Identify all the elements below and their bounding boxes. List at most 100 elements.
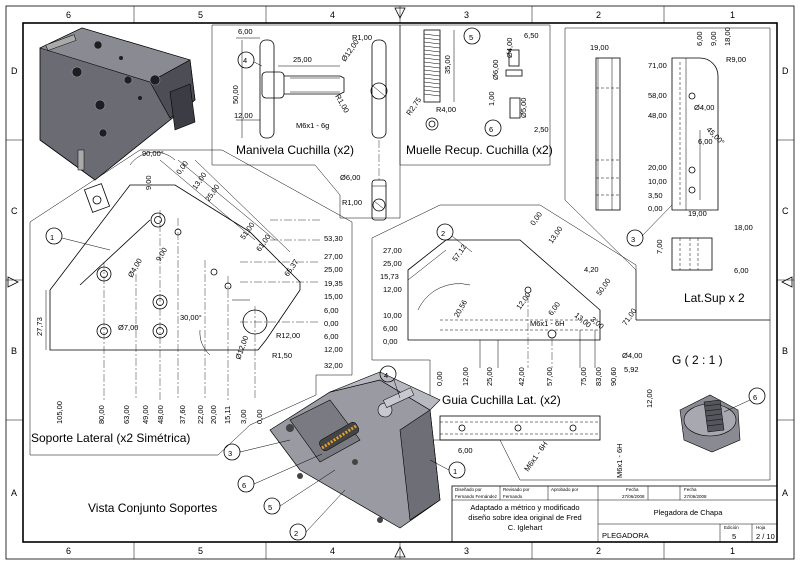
dim-guia-10: 10,00 (383, 311, 402, 320)
tb-part: PLEGADORA (602, 531, 649, 540)
dim-angle-90: 90,00° (142, 149, 164, 158)
zone-row-b: B (11, 346, 17, 356)
zone-col-6-bottom: 6 (66, 546, 71, 556)
manivela-title: Manivela Cuchilla (x2) (236, 143, 354, 157)
dim-bottom-15-11: 15,11 (223, 406, 232, 424)
dim-lat-3-5: 3,50 (648, 191, 663, 200)
dim-lat-6-mid: 6,00 (698, 137, 713, 146)
zone-col-4-bottom: 4 (330, 546, 335, 556)
dim-lat-19-bottom: 19,00 (688, 209, 707, 218)
soporte-lateral-dimensions: 1 90,00° 9,00 0,00 13,00 25,00 51,00 61,… (31, 149, 343, 445)
tb-description-line-3: C. Iglehart (508, 523, 544, 532)
tb-lbl-date-2: Fecha (684, 487, 697, 492)
dim-d7: Ø7,00 (118, 323, 138, 332)
dim-guia-5-92: 5,92 (624, 365, 639, 374)
dim-guia-m6: M6x1 - 6H (530, 319, 565, 328)
tb-lbl-approved: Aprobado por (551, 487, 579, 492)
dim-guia-71: 71,00 (620, 307, 638, 328)
tb-edition: 5 (732, 532, 736, 541)
dim-guia-d4: Ø4,00 (622, 351, 642, 360)
balloon-6-muelle: 6 (489, 125, 493, 134)
detail-g-title: G ( 2 : 1 ) (672, 353, 723, 367)
dim-25-top: 25,00 (203, 183, 221, 204)
dim-bottom-80: 80,00 (97, 405, 106, 424)
dim-guia-6: 6,00 (383, 324, 398, 333)
dim-lat-6-bottom: 6,00 (734, 266, 749, 275)
dim-guia-12-misc: 12,00 (514, 291, 532, 312)
tb-lbl-reviewed: Revisado por (503, 487, 530, 492)
dim-lat-48: 48,00 (648, 111, 667, 120)
dim-right-15: 15,00 (324, 292, 343, 301)
dim-guia-bv-12: 12,00 (645, 389, 654, 408)
balloon-4-manivela: 4 (243, 56, 247, 65)
zone-col-2-bottom: 2 (596, 546, 601, 556)
dim-guia-20-56: 20,56 (452, 298, 469, 319)
zone-col-1-bottom: 1 (730, 546, 735, 556)
asm-balloon-5: 5 (268, 503, 272, 512)
asm-balloon-6: 6 (242, 481, 246, 490)
muelle-dimensions: 5 6 35,00 Ø6,00 Ø4,00 6,50 R2,75 R4,00 1… (404, 31, 552, 157)
dim-bottom-22: 22,00 (196, 405, 205, 424)
tb-description-line-1: Adaptado a métrico y modificado (470, 503, 579, 512)
tb-designed-by: Fernando Fernández (455, 494, 498, 499)
dim-guia-6-misc: 6,00 (546, 300, 562, 317)
dim-guia-b25: 25,00 (485, 367, 494, 386)
tb-project: Plegadora de Chapa (654, 508, 724, 517)
dim-bottom-20: 20,00 (209, 405, 218, 424)
dim-bottom-105: 105,00 (55, 401, 64, 424)
title-block (451, 485, 778, 543)
iso-side-support (39, 27, 196, 181)
dim-r12: R12,00 (276, 331, 300, 340)
dim-9: 9,00 (154, 246, 169, 263)
dim-d6-muelle: Ø6,00 (491, 60, 500, 80)
dim-guia-b42: 42,00 (517, 367, 526, 386)
balloon-6-detail: 6 (753, 393, 757, 402)
tb-description-line-2: diseño sobre idea original de Fred (468, 513, 581, 522)
dim-guia-b12: 12,00 (461, 367, 470, 386)
dim-guia-b57: 57,00 (545, 367, 554, 386)
lateral-sup-view (595, 57, 719, 271)
zone-row-a-right: A (782, 488, 788, 498)
dim-guia-3-misc: 3,00 (589, 315, 606, 331)
tb-reviewed-by: Fernando (503, 494, 523, 499)
assembly-labels: 4 3 6 5 2 1 Vista Conjunto Soportes (88, 371, 457, 538)
dim-lat-9-top: 9,00 (709, 31, 718, 46)
dim-bottom-48: 48,00 (156, 405, 165, 424)
dim-guia-bv-m6a: M6x1 - 6H (522, 440, 549, 473)
tb-date-1: 27/06/2008 (622, 494, 645, 499)
dim-r2-75: R2,75 (404, 96, 423, 118)
dim-guia-b90-6: 90,60 (609, 367, 618, 386)
tb-lbl-edition: Edición (724, 525, 739, 530)
dim-lat-10: 10,00 (648, 177, 667, 186)
dim-d5: Ø5,00 (519, 98, 528, 118)
dim-guia-15-73: 15,73 (380, 272, 399, 281)
dim-lat-0: 0,00 (648, 204, 663, 213)
dim-d4: Ø4,00 (126, 257, 144, 279)
view-frames (29, 24, 771, 481)
lateral-sup-dimensions: 3 71,00 58,00 48,00 20,00 10,00 3,50 0,0… (590, 27, 753, 305)
zone-row-c-right: C (782, 206, 789, 216)
balloon-5-muelle: 5 (469, 33, 473, 42)
dim-bottom-37-60: 37,60 (178, 405, 187, 424)
dim-right-53-30: 53,30 (324, 234, 343, 243)
dim-right-6b: 6,00 (324, 332, 339, 341)
soporte-lateral-view (45, 151, 320, 400)
zone-col-5-bottom: 5 (198, 546, 203, 556)
dim-guia-25: 25,00 (383, 259, 402, 268)
detail-g-labels: G ( 2 : 1 ) 6 (672, 353, 757, 402)
manivela-dimensions: 4 6,00 25,00 R1,00 Ø12,00 50,00 12,00 R1… (231, 27, 372, 207)
dim-guia-b0: 0,00 (435, 371, 444, 386)
tb-sheet: 2 / 10 (756, 532, 775, 541)
dim-35: 35,00 (443, 55, 452, 74)
asm-balloon-3: 3 (228, 449, 232, 458)
soporte-lateral-title: Soporte Lateral (x2 Simétrica) (31, 431, 190, 445)
dim-lat-d4: Ø4,00 (694, 103, 714, 112)
dim-lat-58: 58,00 (648, 91, 667, 100)
dim-12: 12,00 (234, 111, 253, 120)
zone-row-c: C (11, 206, 18, 216)
dim-r1-top: R1,00 (352, 33, 372, 42)
dim-d12-manivela: Ø12,00 (339, 38, 360, 63)
dim-guia-27: 27,00 (383, 246, 402, 255)
dim-lat-r9: R9,00 (726, 55, 746, 64)
guia-view (407, 223, 601, 441)
